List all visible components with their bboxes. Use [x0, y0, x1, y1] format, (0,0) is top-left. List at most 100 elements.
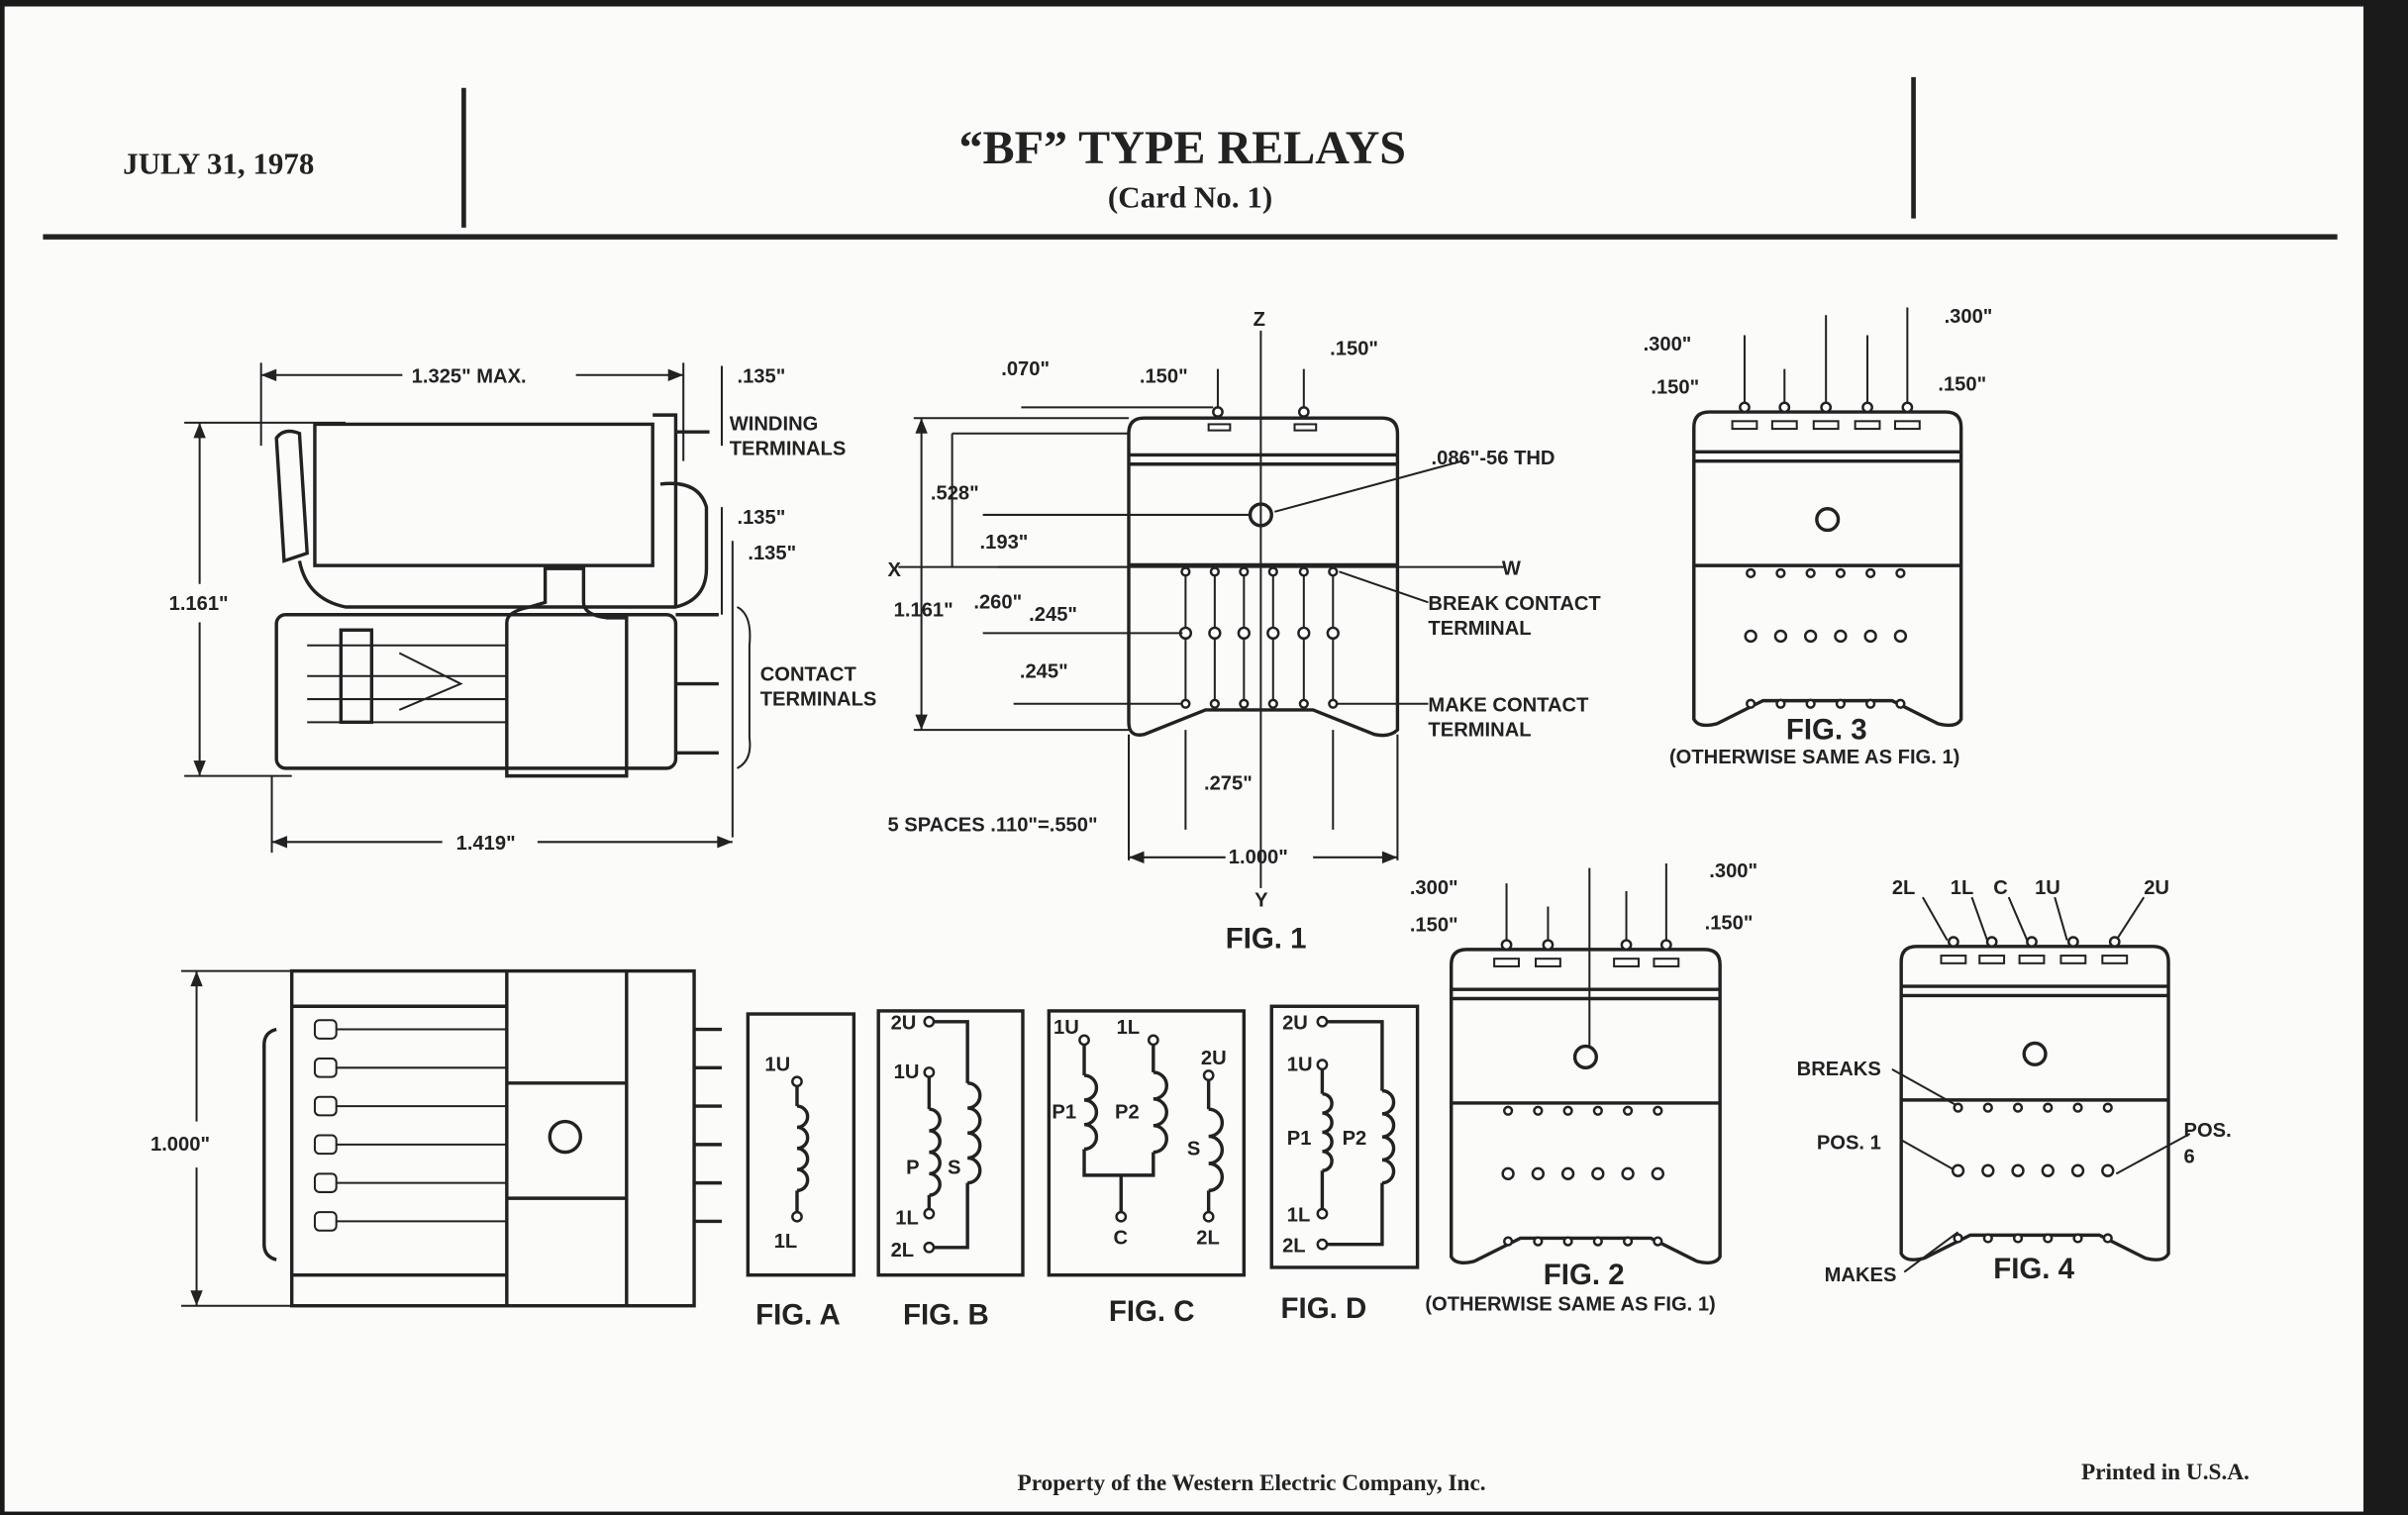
contact-terminal — [2072, 1233, 2083, 1244]
fig-a-caption: FIG. A — [755, 1298, 841, 1331]
width-label: 1.000" — [150, 1134, 210, 1156]
dim-260: .260" — [973, 592, 1022, 614]
winding-terminal — [1820, 401, 1833, 414]
contact-terminal — [2102, 1233, 2113, 1244]
contact-terminal — [1835, 698, 1847, 709]
contact-terminal — [1501, 1166, 1515, 1180]
coil-winding — [1208, 1107, 1225, 1193]
contact-terminal — [1651, 1166, 1664, 1180]
mounting-hole — [1815, 507, 1841, 533]
fig3-body — [1692, 410, 1963, 728]
mounting-hole — [1572, 1044, 1598, 1070]
winding-terminal — [2026, 936, 2038, 949]
dim-193: .193" — [980, 532, 1029, 554]
fig4-terminal-2l: 2L — [1892, 877, 1916, 899]
contact-terminal — [1982, 1233, 1993, 1244]
contact-terminal — [1982, 1102, 1993, 1113]
winding-terminal — [1778, 401, 1791, 414]
contact-terminal — [1895, 698, 1906, 709]
winding-terminal-slot — [1893, 420, 1921, 431]
cover-band — [1693, 450, 1961, 463]
fig3-caption: FIG. 3 — [1786, 713, 1867, 746]
cover-band — [1451, 987, 1721, 1001]
fig-d-1l: 1L — [1287, 1204, 1311, 1226]
contact-terminals-label-2: TERMINALS — [760, 688, 877, 710]
card-paper — [4, 6, 2364, 1512]
contact-terminal — [1562, 1105, 1573, 1116]
fig-b-p: P — [906, 1157, 919, 1178]
coil-winding — [966, 1081, 982, 1185]
pos1-label: POS. 1 — [1817, 1133, 1881, 1155]
contact-terminal — [1773, 629, 1788, 644]
contact-terminal — [1865, 698, 1876, 709]
winding-terminals-label: WINDING — [730, 414, 819, 436]
fig-b-1l: 1L — [895, 1208, 919, 1230]
winding-terminal-slot — [1812, 420, 1840, 431]
fig-d-caption: FIG. D — [1281, 1292, 1367, 1325]
contact-terminal — [1622, 1236, 1634, 1247]
dim-245-a: .245" — [1029, 604, 1077, 626]
contact-terminal — [1895, 567, 1906, 578]
contact-terminal — [1746, 698, 1756, 709]
contact-terminal — [1621, 1166, 1635, 1180]
contact-terminal — [1237, 626, 1251, 641]
dim-1161: 1.161" — [894, 599, 953, 621]
winding-terminal-slot — [2018, 955, 2046, 964]
contact-terminal — [2101, 1163, 2115, 1177]
fig-b-s: S — [948, 1157, 960, 1178]
winding-terminal-slot — [1535, 958, 1561, 967]
coil-winding — [1083, 1073, 1099, 1152]
fig-a-1l: 1L — [774, 1231, 798, 1253]
spaces-label: 5 SPACES .110"=.550" — [887, 814, 1097, 836]
axis-y: Y — [1254, 889, 1268, 911]
side-view: 1.325" MAX. .135" WINDING TERMINALS .135… — [169, 362, 877, 855]
dimension-lines — [1743, 307, 1909, 403]
contact-terminal — [1533, 1105, 1544, 1116]
coil — [313, 422, 654, 567]
contact-terminal — [1893, 629, 1908, 644]
coil-winding — [1381, 1088, 1396, 1185]
fig3-dim-300-left: .300" — [1644, 334, 1692, 355]
contact-terminal — [1180, 566, 1191, 577]
contact-terminal — [1953, 1233, 1963, 1244]
contact-terminal — [1562, 1236, 1573, 1247]
fig2-dim-150-left: .150" — [1410, 914, 1458, 936]
fig2-body — [1450, 948, 1722, 1264]
fig-b-1u: 1U — [894, 1061, 920, 1083]
contact-terminal — [1653, 1105, 1663, 1116]
break-contact-label: BREAK CONTACT — [1428, 593, 1601, 615]
printed-notice: Printed in U.S.A. — [2081, 1460, 2250, 1485]
contact-terminal — [2102, 1102, 2113, 1113]
axis-x: X — [887, 559, 901, 581]
break-contact-label-2: TERMINAL — [1428, 618, 1531, 640]
fig-d-p2: P2 — [1343, 1128, 1367, 1150]
winding-terminal — [1948, 936, 1959, 949]
fig-3: .300" .150" .300" .150" FIG. 3 (OTHERWIS… — [1644, 306, 1993, 768]
overall-length-label: 1.419" — [456, 833, 516, 855]
winding-terminal — [1901, 401, 1914, 414]
fig3-note: (OTHERWISE SAME AS FIG. 1) — [1669, 747, 1959, 768]
fig4-caption: FIG. 4 — [1993, 1253, 2074, 1285]
fig-d-2u: 2U — [1282, 1013, 1308, 1035]
bottom-view: 1.000" — [150, 968, 722, 1308]
fig-2: .300" .150" .300" .150" FIG. 2 (OTHERWIS… — [1410, 860, 1757, 1315]
winding-terminal — [1861, 401, 1873, 414]
dimension-lines — [1505, 863, 1667, 1049]
winding-terminals-label-2: TERMINALS — [730, 438, 847, 459]
fig-b-2u: 2U — [891, 1013, 917, 1035]
contact-terminals-label: CONTACT — [760, 663, 857, 685]
cover-band — [1901, 984, 2169, 998]
winding-terminal — [1542, 939, 1555, 952]
contact-terminal — [1209, 698, 1220, 709]
axis-z: Z — [1254, 309, 1265, 331]
length-max-label: 1.325" MAX. — [412, 366, 527, 388]
contact-terminal — [1328, 566, 1339, 577]
winding-terminal — [1500, 939, 1513, 952]
contact-terminal — [1592, 1236, 1603, 1247]
make-contact-label-2: TERMINAL — [1428, 719, 1531, 741]
contact-terminal — [1746, 567, 1756, 578]
dim-528: .528" — [931, 482, 979, 504]
schematic-fig-a: 1U 1L FIG. A — [746, 1012, 856, 1331]
fig-c-s: S — [1187, 1139, 1200, 1161]
fig-d-2l: 2L — [1282, 1235, 1306, 1257]
